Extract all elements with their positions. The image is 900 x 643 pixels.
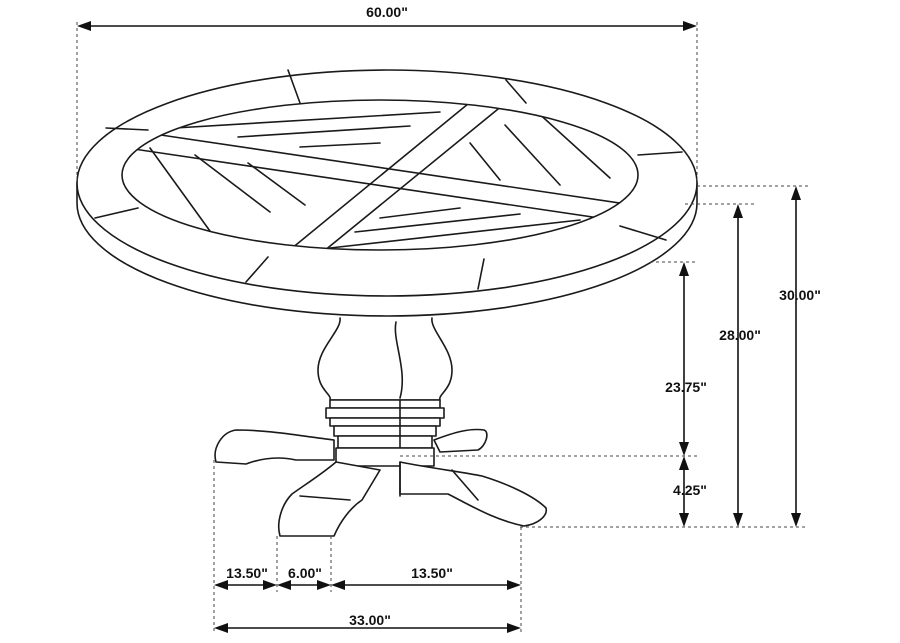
base-legs xyxy=(214,428,548,537)
base-center-label: 6.00" xyxy=(288,565,322,581)
apron-height-label: 28.00" xyxy=(719,327,761,343)
base-right-label: 13.50" xyxy=(411,565,453,581)
base-width-label: 33.00" xyxy=(349,612,391,628)
total-height-label: 30.00" xyxy=(779,287,821,303)
base-left-label: 13.50" xyxy=(226,565,268,581)
plank-pattern xyxy=(122,100,638,250)
pedestal-height-label: 23.75" xyxy=(665,379,707,395)
pedestal xyxy=(317,317,453,449)
extension-lines xyxy=(76,22,808,632)
top-diameter-label: 60.00" xyxy=(366,4,408,20)
base-height-label: 4.25" xyxy=(673,482,707,498)
dimension-labels: 60.00" 30.00" 28.00" 23.75" 4.25" 13.50"… xyxy=(226,4,821,628)
table-top xyxy=(76,69,698,317)
dimension-arrows xyxy=(77,21,801,633)
